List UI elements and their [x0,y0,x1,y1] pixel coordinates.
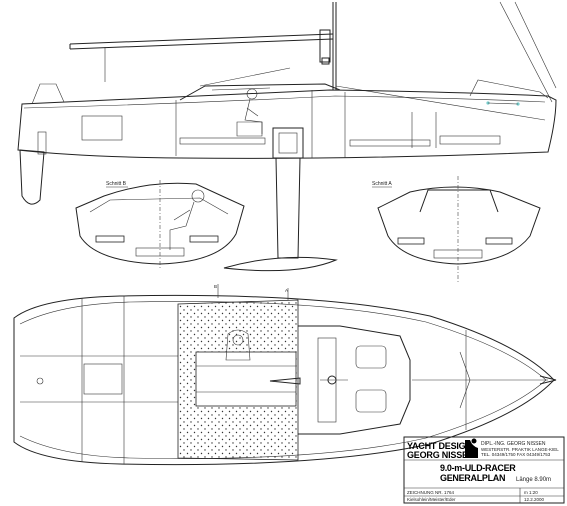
rudder [19,149,45,205]
notes-line: Kielsohlein/Meister/Eder [407,497,456,502]
office-name: DIPL.-ING. GEORG NISSEN [481,441,546,447]
office-address: WESTERSTR. PRAKTIK LANGE-KIEL [481,447,559,452]
drawing-title: GENERALPLAN [440,473,505,483]
crew-figure-section [169,189,205,250]
crew-figure-side [236,88,263,137]
plan-view: B A [13,284,557,466]
brand-line2: GEORG NISSEN [407,450,474,460]
title-block: YACHT DESIGN GEORG NISSEN DIPL.-ING. GEO… [403,436,565,504]
cabin-top [298,325,411,435]
brand-line1: YACHT DESIGN [407,441,472,451]
section-b-label: Schnitt B [106,181,127,187]
drawing-number: ZEICHNUNG NR. 1764 [407,490,455,495]
section-a-label: Schnitt A [372,181,392,187]
project-title: 9.0-m-ULD-RACER [440,463,516,473]
svg-text:A: A [285,288,288,293]
side-elevation [17,1,557,272]
crew-figure-plan [225,329,251,361]
forestay [499,1,553,103]
office-phone: TEL. 04349/1750 FAX 04349/1753 [481,452,551,457]
cabin-trunk [179,83,341,101]
hull-side [17,89,557,159]
section-b: Schnitt B [75,180,245,268]
keel-fin [275,157,301,259]
title-block-frame [403,436,565,504]
boom [69,33,334,45]
keel-bulb [223,256,338,272]
length-label: Länge 8.90m [516,477,551,483]
svg-text:B: B [214,284,217,289]
nissen-logo [465,440,478,458]
drawing-date: 12.2.2000 [524,497,545,502]
scale-value: m 1:20 [524,490,538,495]
section-a: Schnitt A [372,176,541,282]
